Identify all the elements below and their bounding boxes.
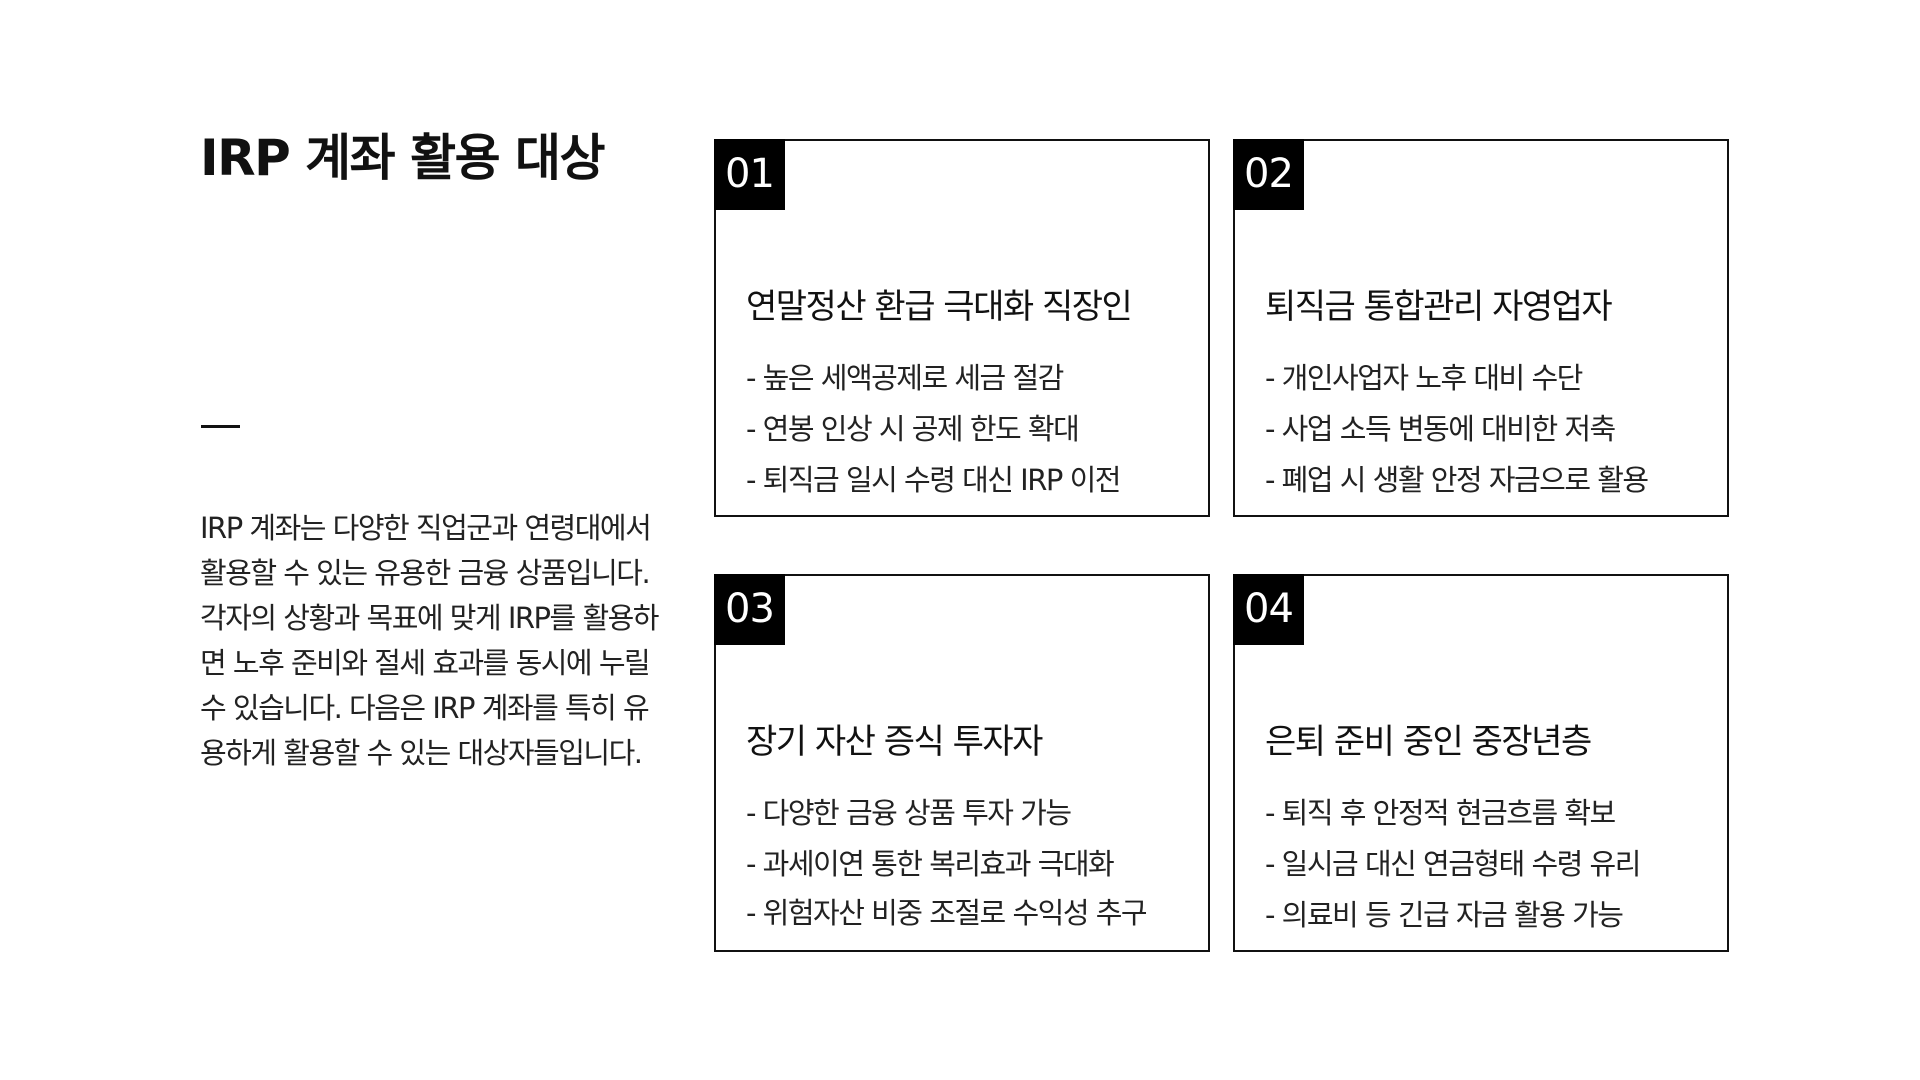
card-title: 연말정산 환급 극대화 직장인 bbox=[746, 287, 1133, 327]
list-item: - 폐업 시 생활 안정 자금으로 활용 bbox=[1265, 463, 1649, 497]
list-item: - 사업 소득 변동에 대비한 저축 bbox=[1265, 412, 1616, 446]
list-item: - 위험자산 비중 조절로 수익성 추구 bbox=[746, 896, 1148, 930]
intro-paragraph: IRP 계좌는 다양한 직업군과 연령대에서 활용할 수 있는 유용한 금융 상… bbox=[200, 511, 659, 770]
card-number-badge: 02 bbox=[1233, 139, 1304, 210]
list-item: - 일시금 대신 연금형태 수령 유리 bbox=[1265, 847, 1641, 881]
card-bullet-list: - 높은 세액공제로 세금 절감 - 연봉 인상 시 공제 한도 확대 - 퇴직… bbox=[746, 353, 1186, 506]
card-pre-retiree: 04 은퇴 준비 중인 중장년층 - 퇴직 후 안정적 현금흐름 확보 - 일시… bbox=[1233, 574, 1729, 952]
title-divider bbox=[201, 425, 240, 428]
list-item: - 의료비 등 긴급 자금 활용 가능 bbox=[1265, 898, 1624, 932]
card-bullet-list: - 개인사업자 노후 대비 수단 - 사업 소득 변동에 대비한 저축 - 폐업… bbox=[1265, 353, 1705, 506]
list-item: - 퇴직금 일시 수령 대신 IRP 이전 bbox=[746, 463, 1121, 497]
list-item: - 높은 세액공제로 세금 절감 bbox=[746, 361, 1064, 395]
card-title: 장기 자산 증식 투자자 bbox=[746, 722, 1043, 762]
card-title: 은퇴 준비 중인 중장년층 bbox=[1265, 722, 1592, 762]
card-number-badge: 04 bbox=[1233, 574, 1304, 645]
list-item: - 퇴직 후 안정적 현금흐름 확보 bbox=[1265, 796, 1616, 830]
list-item: - 연봉 인상 시 공제 한도 확대 bbox=[746, 412, 1080, 446]
list-item: - 개인사업자 노후 대비 수단 bbox=[1265, 361, 1583, 395]
card-bullet-list: - 다양한 금융 상품 투자 가능 - 과세이연 통한 복리효과 극대화 - 위… bbox=[746, 788, 1186, 937]
card-self-employed: 02 퇴직금 통합관리 자영업자 - 개인사업자 노후 대비 수단 - 사업 소… bbox=[1233, 139, 1729, 517]
list-item: - 과세이연 통한 복리효과 극대화 bbox=[746, 847, 1115, 881]
card-office-worker: 01 연말정산 환급 극대화 직장인 - 높은 세액공제로 세금 절감 - 연봉… bbox=[714, 139, 1210, 517]
list-item: - 다양한 금융 상품 투자 가능 bbox=[746, 796, 1072, 830]
card-bullet-list: - 퇴직 후 안정적 현금흐름 확보 - 일시금 대신 연금형태 수령 유리 -… bbox=[1265, 788, 1705, 941]
card-title: 퇴직금 통합관리 자영업자 bbox=[1265, 287, 1613, 327]
card-number-badge: 01 bbox=[714, 139, 785, 210]
card-long-term-investor: 03 장기 자산 증식 투자자 - 다양한 금융 상품 투자 가능 - 과세이연… bbox=[714, 574, 1210, 952]
slide-title: IRP 계좌 활용 대상 bbox=[200, 129, 605, 187]
card-number-badge: 03 bbox=[714, 574, 785, 645]
